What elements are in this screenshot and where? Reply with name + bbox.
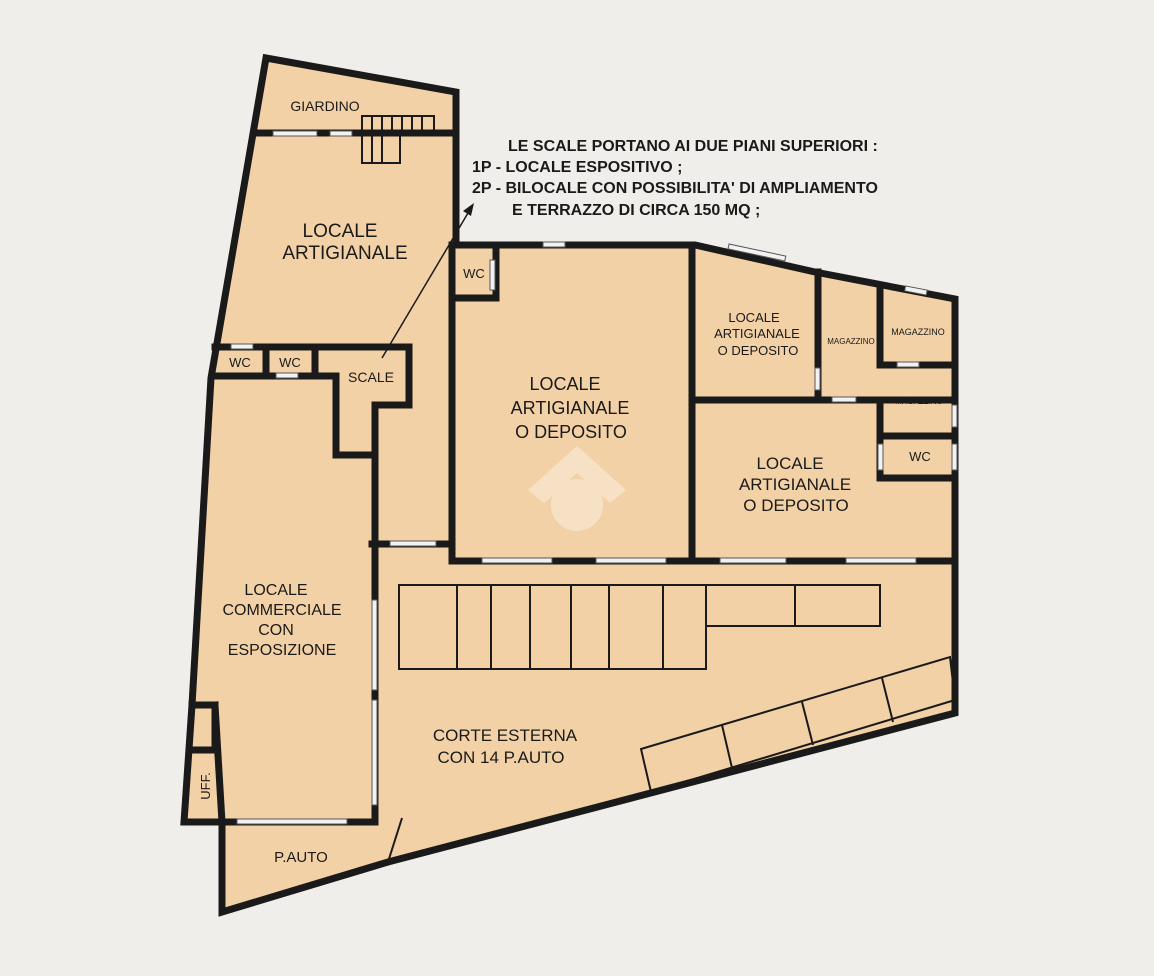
label-pauto: P.AUTO [274, 849, 328, 866]
label-magazzino-1: MAGAZZINO [827, 337, 875, 346]
label-commerciale-1: LOCALE [244, 582, 307, 599]
label-wc-1: WC [463, 266, 485, 281]
label-wc-4: WC [909, 449, 931, 464]
label-deposito-upper-3: O DEPOSITO [718, 343, 799, 358]
label-deposito-lower-2: ARTIGIANALE [739, 475, 851, 494]
note-line-3: 2P - BILOCALE CON POSSIBILITA' DI AMPLIA… [472, 180, 878, 197]
label-commerciale-2: COMMERCIALE [222, 602, 341, 619]
label-corte-2: CON 14 P.AUTO [438, 748, 565, 767]
note-arrow [381, 203, 474, 359]
windows [230, 130, 958, 825]
label-deposito-center-1: LOCALE [529, 374, 600, 394]
note-line-2: 1P - LOCALE ESPOSITIVO ; [472, 159, 682, 176]
label-deposito-lower-3: O DEPOSITO [743, 496, 849, 515]
label-deposito-center-2: ARTIGIANALE [511, 398, 630, 418]
note-line-1: LE SCALE PORTANO AI DUE PIANI SUPERIORI … [508, 138, 878, 155]
label-commerciale-4: ESPOSIZIONE [228, 642, 336, 659]
label-uff: UFF. [198, 772, 213, 799]
walls [180, 53, 959, 917]
label-deposito-upper-1: LOCALE [728, 310, 780, 325]
note-line-4: E TERRAZZO DI CIRCA 150 MQ ; [512, 202, 760, 219]
label-deposito-upper-2: ARTIGIANALE [714, 326, 800, 341]
parking-stalls [387, 584, 957, 863]
label-commerciale-3: CON [258, 622, 294, 639]
label-wc-3: WC [279, 355, 301, 370]
watermark-logo [528, 446, 626, 531]
label-artigianale-top-2: ARTIGIANALE [282, 243, 407, 264]
stairs-drawing [361, 115, 435, 164]
label-deposito-center-3: O DEPOSITO [515, 422, 627, 442]
label-wc-2: WC [229, 355, 251, 370]
label-corte-1: CORTE ESTERNA [433, 726, 578, 745]
label-artigianale-top-1: LOCALE [303, 221, 378, 242]
label-magazzino-2: MAGAZZINO [891, 327, 945, 337]
label-giardino: GIARDINO [290, 98, 359, 114]
label-scale: SCALE [348, 369, 394, 385]
label-magazzino-3: MAGAZZINO [895, 397, 943, 406]
label-deposito-lower-1: LOCALE [756, 454, 823, 473]
